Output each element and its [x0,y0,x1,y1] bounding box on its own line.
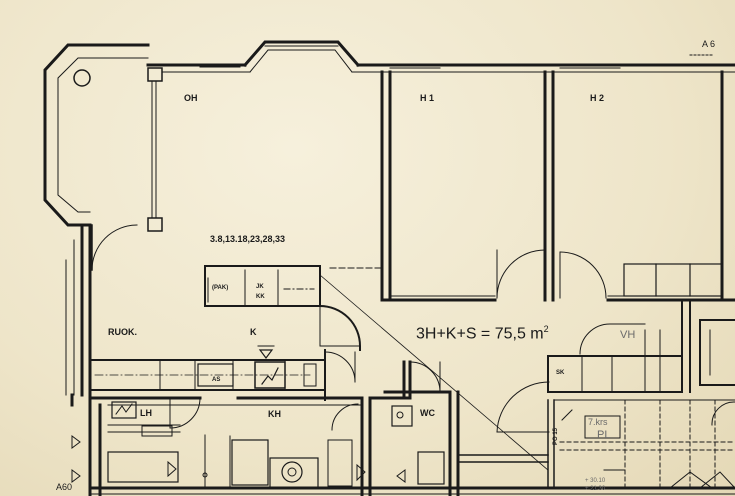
area-formula: 3H+K+S = 75,5 m2 [416,325,549,342]
room-label-h2: H 2 [590,93,605,103]
kitchen-jk-label: JK [256,284,264,290]
column [147,67,163,82]
area-formula-text: 3H+K+S = 75,5 m [416,325,544,343]
level-label-2: + 21.30 [585,486,606,492]
bay-window [43,43,150,227]
room-label-k: K [250,327,257,337]
kitchen-pak-label: (PAK) [212,285,229,291]
room-label-h1: H 1 [420,93,435,103]
area-unit-power: 2 [543,324,549,334]
room-label-vh: VH [620,329,636,341]
kitchen-kk-label: KK [256,294,265,300]
grid-ref-bottom-left: A60 [56,482,73,492]
room-label-sk: SK [556,370,565,376]
apartment-numbers: 3.8,13.18,23,28,33 [210,234,286,244]
level-label-1: + 30.10 [585,478,606,484]
bedroom-walls [380,70,735,302]
room-label-kh: KH [268,409,281,419]
grid-ref-top-right: A 6 [702,39,716,49]
room-label-wc: WC [420,408,435,418]
astia-label: AS [212,377,221,383]
drain-symbol [73,69,91,87]
kitchen-bar [204,265,321,307]
kitchen-counter [89,349,326,401]
exterior-wall-top [146,40,735,68]
section-line [319,274,549,471]
wardrobes [623,263,723,297]
po-label: PO 15 [553,427,559,445]
column [147,217,163,232]
room-label-oh: OH [184,93,198,103]
room-label-ruok: RUOK. [108,327,137,337]
exterior-wall-left [70,226,92,496]
krs-label: 7.krs [588,417,608,427]
room-label-lh: LH [140,408,152,418]
room-label-pl: PL [597,429,611,441]
